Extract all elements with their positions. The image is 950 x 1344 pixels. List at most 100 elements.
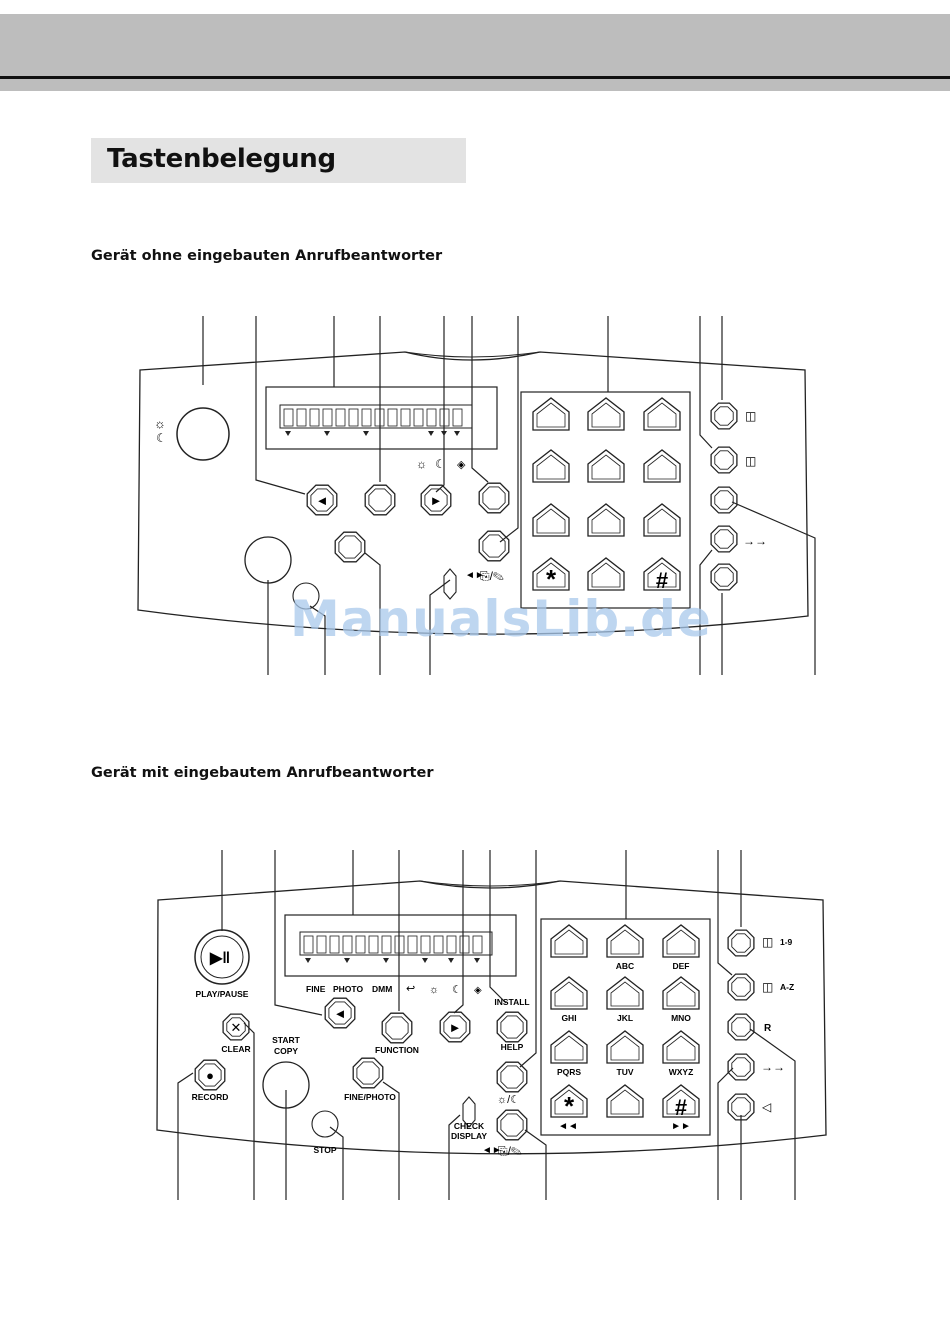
keypad-letters: TUV bbox=[617, 1067, 634, 1077]
clear-button[interactable]: ✕ bbox=[222, 1013, 250, 1041]
fine-photo-label: FINE/PHOTO bbox=[344, 1092, 396, 1102]
stop-button[interactable] bbox=[292, 582, 320, 610]
keypad-letters: GHI bbox=[561, 1013, 576, 1023]
keypad-key-9[interactable] bbox=[643, 503, 681, 537]
moon-icon: ☾ bbox=[435, 457, 446, 471]
right-arrow-button[interactable]: ► bbox=[439, 1011, 471, 1043]
keypad-key-1[interactable] bbox=[532, 397, 570, 431]
keypad-key-6[interactable] bbox=[643, 449, 681, 483]
r-button[interactable] bbox=[727, 1013, 755, 1041]
keypad-key-5[interactable] bbox=[587, 449, 625, 483]
start-button[interactable] bbox=[176, 407, 230, 461]
sun-icon: ☼ bbox=[154, 416, 166, 431]
diamond-icon: ◈ bbox=[474, 985, 482, 996]
keypad-frame bbox=[540, 918, 711, 1136]
record-button[interactable]: ● bbox=[194, 1059, 226, 1091]
handset-icon: ⎘/✎ bbox=[480, 569, 504, 583]
keypad-key-8[interactable] bbox=[606, 1030, 644, 1064]
section-heading-2: Gerät mit eingebautem Anrufbeantworter bbox=[91, 765, 434, 781]
moon-icon: ☾ bbox=[156, 431, 167, 445]
lcd-indicator-arrow bbox=[422, 958, 428, 963]
keypad-key-8[interactable] bbox=[587, 503, 625, 537]
keypad-key-12[interactable]: # bbox=[662, 1084, 700, 1120]
left-arrow-button[interactable]: ◄ bbox=[324, 997, 356, 1029]
lcd-segment bbox=[348, 408, 359, 427]
sun-icon: ☼ bbox=[416, 457, 427, 471]
forward-label: ►► bbox=[671, 1121, 691, 1132]
keypad-key-10[interactable]: * bbox=[532, 557, 570, 594]
speed-dial-button[interactable] bbox=[710, 402, 738, 430]
play-pause-label: PLAY/PAUSE bbox=[196, 989, 249, 999]
keypad-letters: ABC bbox=[616, 961, 634, 971]
keypad-key-3[interactable] bbox=[643, 397, 681, 431]
install-help-button[interactable] bbox=[496, 1011, 528, 1043]
keypad-key-11[interactable] bbox=[606, 1084, 644, 1118]
handsfree-button[interactable] bbox=[727, 1093, 755, 1121]
lcd-segment bbox=[329, 935, 340, 954]
start-copy-button[interactable] bbox=[244, 536, 292, 584]
book-icon: ◫ bbox=[745, 454, 756, 468]
function-button[interactable] bbox=[364, 484, 396, 516]
lcd-indicator-arrow bbox=[324, 431, 330, 436]
redial-icon: →→ bbox=[743, 534, 767, 548]
speaker-icon: ◁ bbox=[762, 1100, 772, 1114]
keypad-key-2[interactable] bbox=[606, 924, 644, 958]
check-display-button[interactable] bbox=[462, 1096, 476, 1128]
start-label: START bbox=[272, 1035, 301, 1045]
phonebook-button[interactable] bbox=[727, 973, 755, 1001]
lcd-segment bbox=[413, 408, 424, 427]
keypad-key-11[interactable] bbox=[587, 557, 625, 591]
fine-photo-button[interactable] bbox=[352, 1057, 384, 1089]
keypad-key-10[interactable]: * bbox=[550, 1084, 588, 1121]
lcd-segment bbox=[420, 935, 431, 954]
keypad-key-4[interactable] bbox=[550, 976, 588, 1010]
check-display-button[interactable] bbox=[443, 568, 457, 600]
keypad-key-12[interactable]: # bbox=[643, 557, 681, 593]
lcd-segment bbox=[452, 408, 463, 427]
redial-button[interactable] bbox=[727, 1053, 755, 1081]
right-arrow-button[interactable]: ► bbox=[420, 484, 452, 516]
arrows-icon: ◄► bbox=[465, 570, 485, 581]
play-pause-button[interactable] bbox=[194, 929, 250, 985]
speaker-mode-button[interactable] bbox=[496, 1109, 528, 1141]
moon-icon: ☾ bbox=[452, 984, 462, 996]
keypad-frame bbox=[520, 391, 691, 609]
page-title: Tastenbelegung bbox=[107, 144, 336, 174]
lcd-segment bbox=[368, 935, 379, 954]
keypad-key-2[interactable] bbox=[587, 397, 625, 431]
lcd-indicator-arrow bbox=[305, 958, 311, 963]
keypad-key-4[interactable] bbox=[532, 449, 570, 483]
help-button[interactable] bbox=[478, 482, 510, 514]
sun-moon-button[interactable] bbox=[496, 1061, 528, 1093]
keypad-key-3[interactable] bbox=[662, 924, 700, 958]
left-arrow-button[interactable]: ◄ bbox=[306, 484, 338, 516]
handsfree-button[interactable] bbox=[710, 563, 738, 591]
record-button-glyph: ● bbox=[206, 1068, 214, 1083]
left-arrow-button-glyph: ◄ bbox=[334, 1006, 347, 1021]
speed-dial-button[interactable] bbox=[727, 929, 755, 957]
keypad-key-7[interactable] bbox=[532, 503, 570, 537]
keypad-key-1[interactable] bbox=[550, 924, 588, 958]
section-heading-1: Gerät ohne eingebauten Anrufbeantworter bbox=[91, 248, 443, 264]
lcd-indicator-arrow bbox=[383, 958, 389, 963]
start-copy-button[interactable] bbox=[262, 1061, 310, 1109]
function-label: FUNCTION bbox=[375, 1045, 419, 1055]
keypad-letters: DEF bbox=[673, 961, 690, 971]
header-band-lower bbox=[0, 79, 950, 91]
keypad-key-9[interactable] bbox=[662, 1030, 700, 1064]
r-button[interactable] bbox=[710, 486, 738, 514]
keypad-key-6[interactable] bbox=[662, 976, 700, 1010]
lcd-segment bbox=[394, 935, 405, 954]
lcd-segment bbox=[387, 408, 398, 427]
speaker-button[interactable] bbox=[478, 530, 510, 562]
function-button[interactable] bbox=[381, 1012, 413, 1044]
lcd-segment bbox=[407, 935, 418, 954]
redial-button[interactable] bbox=[710, 525, 738, 553]
sun-moon-icon: ☼/☾ bbox=[497, 1094, 520, 1106]
fine-photo-button[interactable] bbox=[334, 531, 366, 563]
phonebook-button[interactable] bbox=[710, 446, 738, 474]
keypad-key-5[interactable] bbox=[606, 976, 644, 1010]
stop-button[interactable] bbox=[311, 1110, 339, 1138]
keypad-key-7[interactable] bbox=[550, 1030, 588, 1064]
lcd-segment bbox=[361, 408, 372, 427]
